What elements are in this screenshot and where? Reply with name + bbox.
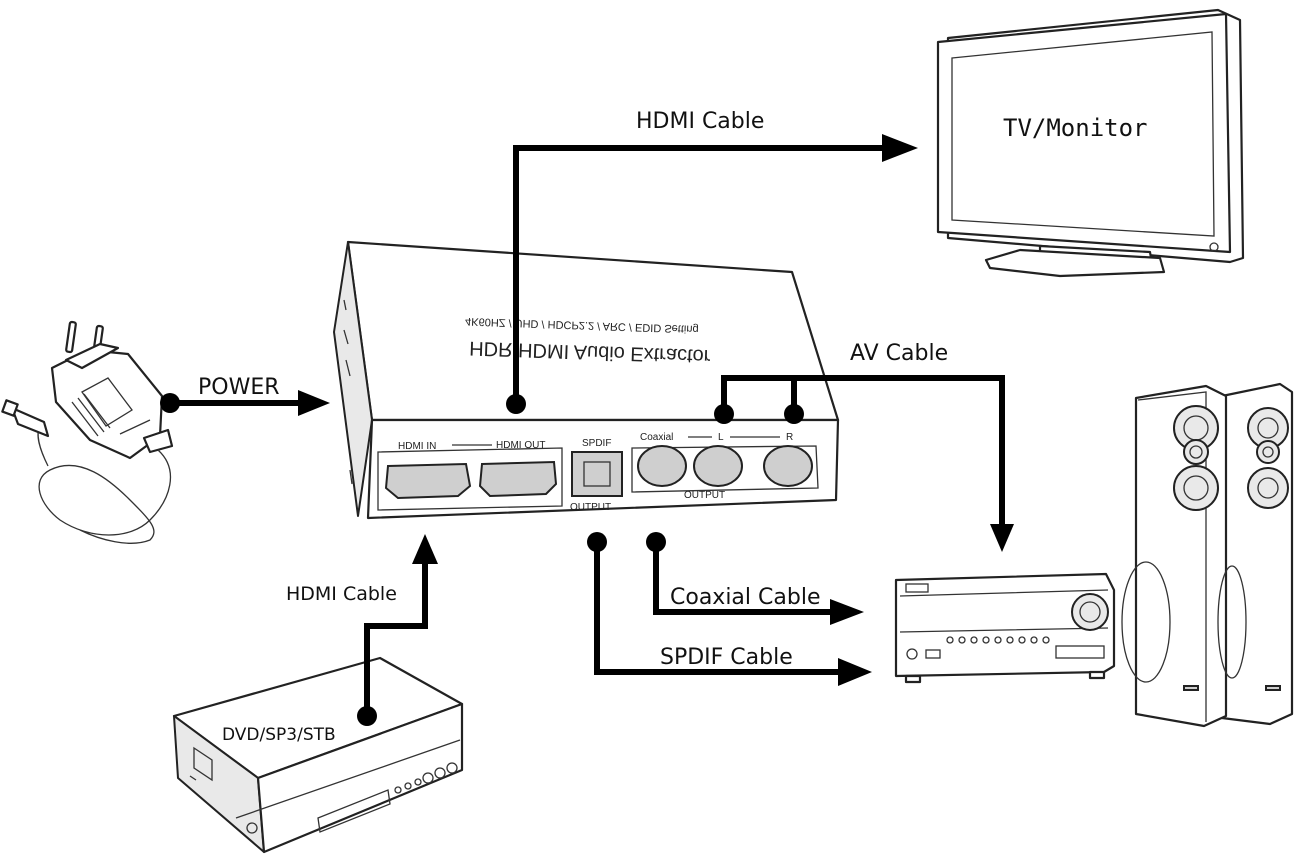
coaxial-cable-label: Coaxial Cable — [670, 585, 820, 610]
tv-monitor-label: TV/Monitor — [1003, 114, 1148, 142]
hdmi-cable-top-label: HDMI Cable — [636, 109, 764, 134]
spdif-cable — [594, 542, 842, 675]
power-label: POWER — [198, 375, 280, 400]
port-spdif-label: SPDIF — [582, 438, 611, 449]
hdmi-out-port — [478, 460, 558, 498]
av-cable-label: AV Cable — [850, 341, 948, 366]
port-coaxial-label: Coaxial — [640, 432, 673, 443]
rca-output-label: OUTPUT — [684, 490, 725, 501]
hdmi-cable-from-dvd — [364, 562, 428, 716]
hdmi-cable-to-tv — [513, 145, 888, 404]
arrow-spdif — [838, 658, 872, 686]
port-r-label: R — [786, 432, 793, 443]
arrow-coaxial — [830, 599, 864, 625]
dvd-source-label: DVD/SP3/STB — [222, 725, 336, 745]
arrow-power — [298, 390, 330, 416]
spdif-port — [571, 451, 623, 497]
arrow-av — [990, 524, 1014, 552]
coaxial-cable — [653, 542, 834, 615]
av-receiver — [894, 572, 1116, 684]
spdif-output-label: OUTPUT — [570, 502, 611, 513]
spdif-cable-label: SPDIF Cable — [660, 645, 793, 670]
hdmi-in-port — [384, 462, 472, 500]
tv-monitor: TV/Monitor — [936, 8, 1245, 278]
audio-l-port — [693, 445, 743, 487]
cables — [160, 134, 1014, 726]
power-adapter — [1, 320, 174, 544]
audio-extractor-device: HDR HDMI Audio Extractor 4K60HZ / UHD / … — [333, 240, 840, 520]
port-hdmi-out-label: HDMI OUT — [496, 440, 545, 451]
dvd-player — [172, 656, 464, 854]
tv-power-icon — [1209, 242, 1219, 252]
port-l-label: L — [718, 432, 724, 443]
port-hdmi-in-label: HDMI IN — [398, 441, 436, 452]
coaxial-port — [637, 445, 687, 487]
audio-r-port — [763, 445, 813, 487]
floor-speakers — [1121, 382, 1294, 728]
dvd-power-icon — [246, 822, 258, 834]
arrow-to-tv — [882, 134, 918, 162]
hdmi-cable-bottom-label: HDMI Cable — [286, 583, 397, 605]
av-cable — [721, 375, 1005, 528]
arrow-hdmi-in — [412, 534, 438, 564]
volume-knob-icon — [1071, 593, 1109, 631]
